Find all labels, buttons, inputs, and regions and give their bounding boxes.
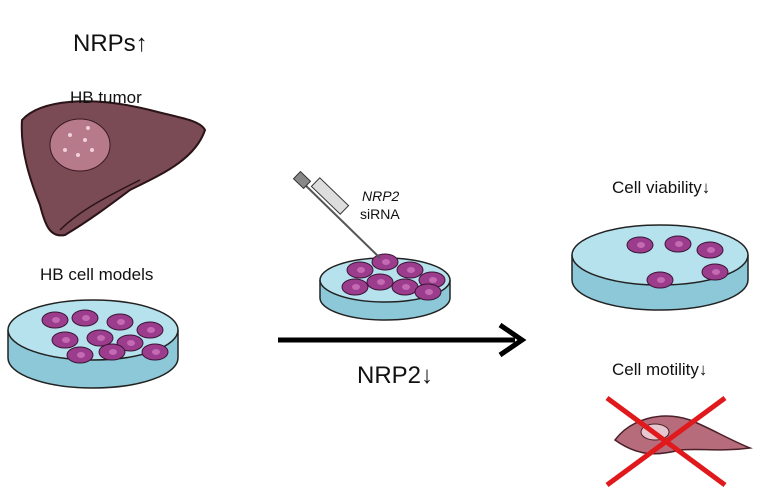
nrp2-down-label: NRP2↓	[357, 362, 434, 389]
petri-dish-middle	[319, 253, 451, 321]
liver-icon	[20, 100, 207, 237]
down-arrow-icon: ↓	[698, 360, 708, 379]
nrps-label: NRPs↑	[73, 30, 148, 57]
hb-cell-models-label: HB cell models	[40, 265, 154, 284]
sirna-label: siRNA	[360, 206, 400, 222]
hb-tumor-label: HB tumor	[70, 88, 142, 107]
process-arrow	[278, 322, 527, 358]
pipette-icon	[292, 170, 381, 259]
up-arrow-icon: ↑	[135, 30, 148, 57]
cell-motility-label: Cell motility↓	[612, 360, 708, 379]
cell-viability-label: Cell viability↓	[612, 178, 711, 197]
down-arrow-icon: ↓	[701, 178, 711, 197]
nrp2-label: NRP2	[362, 188, 400, 204]
petri-dish-right	[571, 224, 749, 311]
petri-dish-left	[7, 299, 179, 389]
cross-icon	[605, 395, 727, 488]
down-arrow-icon: ↓	[421, 362, 434, 389]
